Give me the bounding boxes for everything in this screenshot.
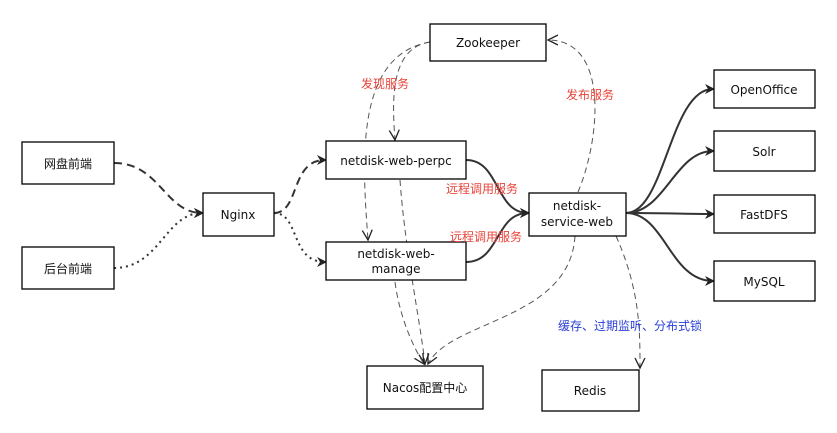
node-service-label-2: service-web [541,215,613,229]
node-solr: Solr [713,130,816,172]
label-cache: 缓存、过期监听、分布式锁 [558,318,702,333]
edge-service-openoffice [625,84,715,214]
edge-service-nacos [428,235,576,364]
edge-zookeeper-perpc [394,41,431,140]
node-service-label-1: netdisk- [553,199,601,213]
node-manage-label-1: netdisk-web- [357,247,434,261]
label-publish: 发布服务 [566,87,614,102]
edge-houtai-nginx [113,208,204,269]
edge-nginx-manage [273,212,327,267]
node-zookeeper: Zookeeper [429,23,547,62]
node-nginx-label: Nginx [221,208,256,222]
node-nginx: Nginx [202,192,275,237]
node-manage: netdisk-web- manage [325,241,467,281]
node-zookeeper-label: Zookeeper [456,36,520,50]
edge-nginx-perpc [273,155,327,214]
node-openoffice-label: OpenOffice [730,83,797,97]
node-perpc: netdisk-web-perpc [325,140,467,180]
label-rpc-2: 远程调用服务 [450,229,522,244]
edge-manage-service [465,208,530,263]
node-houtai: 后台前端 [21,246,115,290]
edge-wangpan-nginx [113,162,204,218]
edge-perpc-service [465,159,530,218]
node-fastdfs-label: FastDFS [740,208,788,222]
edge-perpc-nacos [399,179,425,364]
node-mysql-label: MySQL [743,275,785,289]
node-nacos: Nacos配置中心 [366,365,484,410]
edge-service-solr [625,146,715,214]
edge-service-mysql [625,212,715,286]
edge-service-redis [615,235,640,368]
edge-service-fastdfs [625,208,715,219]
node-service: netdisk- service-web [528,192,627,237]
node-houtai-label: 后台前端 [44,261,92,276]
edge-zookeeper-manage [365,41,431,240]
node-redis: Redis [541,369,640,412]
node-wangpan-label: 网盘前端 [44,156,92,171]
node-fastdfs: FastDFS [713,194,816,234]
node-openoffice: OpenOffice [713,69,816,109]
label-rpc-1: 远程调用服务 [446,181,518,196]
node-manage-label-2: manage [371,262,420,276]
label-discover: 发现服务 [361,76,409,91]
node-nacos-label: Nacos配置中心 [383,380,468,395]
edge-manage-nacos [394,281,424,364]
edge-service-zookeeper [548,40,596,193]
node-mysql: MySQL [713,260,816,302]
node-solr-label: Solr [752,145,775,159]
node-wangpan: 网盘前端 [21,141,115,185]
node-redis-label: Redis [574,384,606,398]
node-perpc-label: netdisk-web-perpc [340,154,451,168]
